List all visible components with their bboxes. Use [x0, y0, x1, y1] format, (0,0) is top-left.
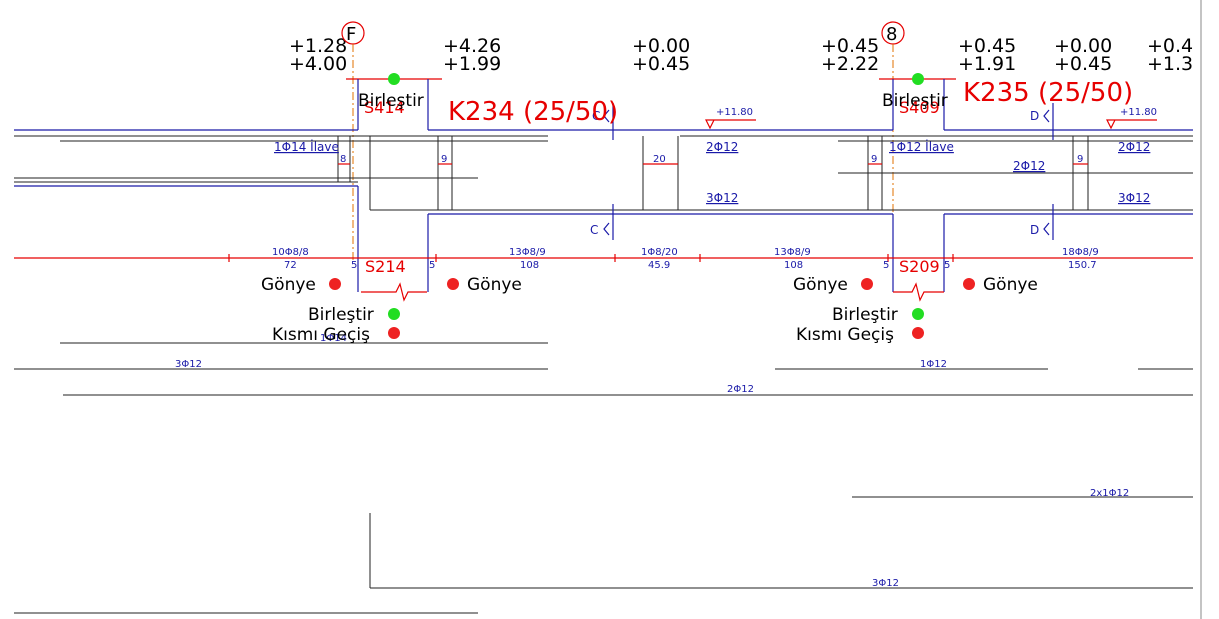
- elevation-top-1: +1.28: [289, 35, 347, 57]
- dim-9-a: 9: [441, 154, 447, 165]
- gonye-label-right-1: Gönye: [793, 275, 848, 295]
- gonye-label-left-2: Gönye: [467, 275, 522, 295]
- elevation-top-6: +0.00: [1054, 35, 1112, 57]
- join-dot-right-top[interactable]: [912, 73, 924, 85]
- birlestir-dot-left-bottom[interactable]: [388, 308, 400, 320]
- section-mark-c-bottom: C: [590, 223, 598, 237]
- lower-label-1phi12: 1Φ12: [920, 359, 947, 370]
- elevation-top-5: +0.45: [958, 35, 1016, 57]
- elevation-bottom-5: +1.91: [958, 53, 1016, 75]
- rebar-label-top-mid-2: 2Φ12: [1013, 159, 1045, 173]
- column-label-right-top: S409: [899, 98, 940, 117]
- elevation-top-3: +0.00: [632, 35, 690, 57]
- kismi-gecis-dot-right[interactable]: [912, 327, 924, 339]
- axis-label-right: 8: [886, 24, 897, 45]
- birlestir-label-left-bottom: Birleştir: [308, 305, 374, 325]
- rebar-label-top-right: 2Φ12: [1118, 140, 1150, 154]
- rebar-lines: [14, 135, 1193, 614]
- gonye-dot-right-1[interactable]: [861, 278, 873, 290]
- rebar-label-left-extra: 1Φ14 İlave: [274, 139, 339, 154]
- lower-label-2x1phi12: 2x1Φ12: [1090, 488, 1129, 499]
- dim-9-b: 9: [871, 154, 877, 165]
- offset-d: 5: [944, 260, 950, 271]
- elevation-bottom-6: +0.45: [1054, 53, 1112, 75]
- section-mark-d-bottom: D: [1030, 223, 1039, 237]
- column-label-left-bottom: S214: [365, 257, 406, 276]
- stirrup-spec-2: 13Φ8/9: [509, 247, 546, 258]
- column-label-left-top: S414: [364, 98, 405, 117]
- elevation-top-4: +0.45: [821, 35, 879, 57]
- offset-b: 5: [429, 260, 435, 271]
- elevation-bottom-3: +0.45: [632, 53, 690, 75]
- stirrup-spec-4: 13Φ8/9: [774, 247, 811, 258]
- elevation-bottom-1: +4.00: [289, 53, 347, 75]
- column-label-right-bottom: S209: [899, 257, 940, 276]
- lower-label-3phi12-b: 3Φ12: [872, 578, 899, 589]
- section-mark-c-top: C: [592, 109, 600, 123]
- stirrup-len-3: 45.9: [648, 260, 670, 271]
- elevation-bottom-4: +2.22: [821, 53, 879, 75]
- stirrup-spec-5: 18Φ8/9: [1062, 247, 1099, 258]
- section-marks: [603, 103, 1054, 240]
- level-mark-right: +11.80: [1120, 107, 1157, 118]
- column-base-right: [893, 282, 944, 302]
- beam-label-right: K235 (25/50): [963, 78, 1133, 108]
- lower-label-3phi12: 3Φ12: [175, 359, 202, 370]
- join-label-left-top: Birleştir: [358, 91, 424, 111]
- join-label-right-top: Birleştir: [882, 91, 948, 111]
- rebar-label-bottom-right: 3Φ12: [1118, 191, 1150, 205]
- elevation-bottom-7: +1.3: [1147, 53, 1193, 75]
- kismi-gecis-label-left: Kısmı Geçiş: [272, 325, 370, 345]
- rebar-label-bottom-mid: 3Φ12: [706, 191, 738, 205]
- rebar-label-right-extra: 1Φ12 İlave: [889, 139, 954, 154]
- join-dot-left-top[interactable]: [388, 73, 400, 85]
- stirrup-spec-3: 1Φ8/20: [641, 247, 678, 258]
- elevation-top-2: +4.26: [443, 35, 501, 57]
- level-mark-right-symbol: [1106, 119, 1157, 130]
- section-mark-d-top: D: [1030, 109, 1039, 123]
- lower-label-2phi12: 2Φ12: [727, 384, 754, 395]
- stirrup-len-1: 72: [284, 260, 297, 271]
- kismi-gecis-dot-left[interactable]: [388, 327, 400, 339]
- lower-label-covered: 1Φ14: [320, 333, 347, 344]
- dim-8: 8: [340, 154, 346, 165]
- axis-label-left: F: [346, 24, 356, 45]
- stirrup-len-5: 150.7: [1068, 260, 1097, 271]
- stirrup-ticks: [228, 254, 954, 262]
- birlestir-label-right-bottom: Birleştir: [832, 305, 898, 325]
- dim-9-c: 9: [1077, 154, 1083, 165]
- beam-label-left: K234 (25/50): [448, 97, 618, 127]
- dim-20: 20: [653, 154, 666, 165]
- stirrup-len-2: 108: [520, 260, 539, 271]
- gonye-label-right-2: Gönye: [983, 275, 1038, 295]
- stirrup-len-4: 108: [784, 260, 803, 271]
- level-mark-left: +11.80: [716, 107, 753, 118]
- offset-c: 5: [883, 260, 889, 271]
- level-mark-left-symbol: [705, 119, 756, 130]
- elevation-bottom-2: +1.99: [443, 53, 501, 75]
- stirrup-spec-1: 10Φ8/8: [272, 247, 309, 258]
- column-base-left: [361, 282, 427, 302]
- birlestir-dot-right-bottom[interactable]: [912, 308, 924, 320]
- rebar-label-top-mid-1: 2Φ12: [706, 140, 738, 154]
- gonye-label-left-1: Gönye: [261, 275, 316, 295]
- offset-a: 5: [351, 260, 357, 271]
- gonye-dot-left-2[interactable]: [447, 278, 459, 290]
- gonye-dot-left-1[interactable]: [329, 278, 341, 290]
- beam-outline: [14, 79, 1193, 292]
- gonye-dot-right-2[interactable]: [963, 278, 975, 290]
- kismi-gecis-label-right: Kısmı Geçiş: [796, 325, 894, 345]
- elevation-top-7: +0.4: [1147, 35, 1193, 57]
